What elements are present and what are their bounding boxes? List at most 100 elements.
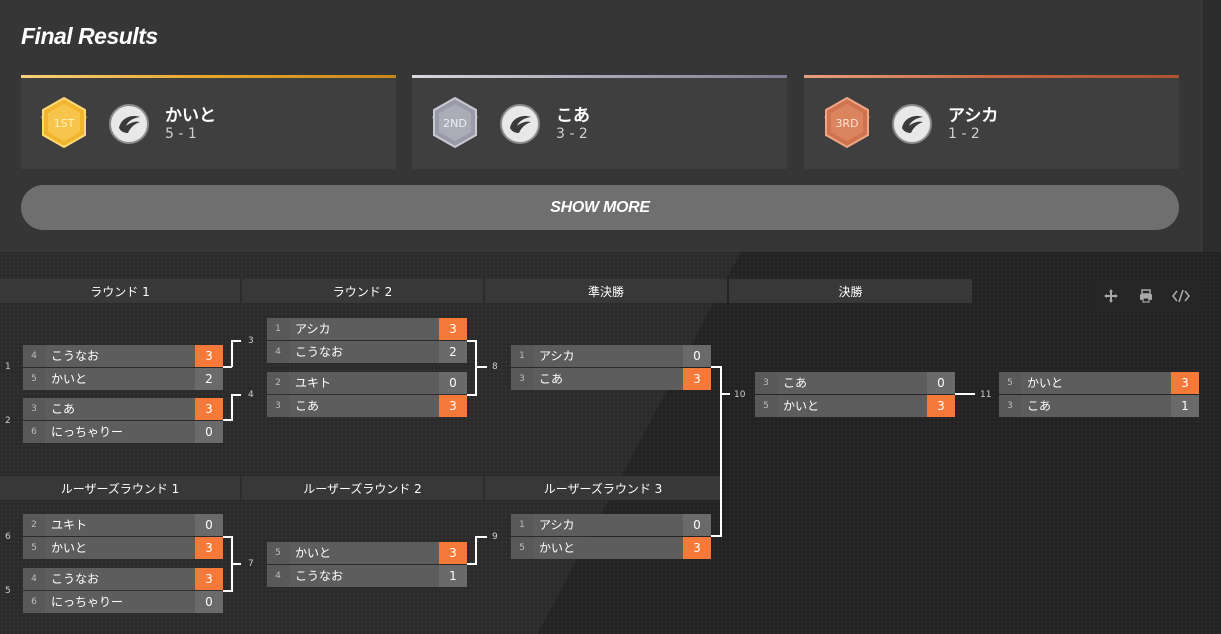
player-name: こうなお [289,341,439,363]
gold-accent-line [21,75,396,78]
player-name: かいと [45,537,195,559]
seed-number: 4 [23,345,45,367]
silver-medal-icon: 2ND [432,96,478,149]
losers-round-header-3: ルーザーズラウンド 3 [485,476,721,500]
bracket-toolbar [1090,279,1204,312]
show-more-button[interactable]: SHOW MORE [21,185,1179,230]
player-name: こうなお [289,565,439,587]
player-name: にっちゃりー [45,591,195,613]
player-score: 3 [195,537,223,559]
player-name: ユキト [289,372,439,394]
losers-round-header-2: ルーザーズラウンド 2 [242,476,483,500]
match-number: 5 [5,586,11,596]
player-name: かいと [45,368,195,390]
seed-number: 3 [511,368,533,390]
match-number: 8 [492,362,498,372]
player-score: 3 [195,345,223,367]
move-icon[interactable] [1093,279,1129,312]
player-score: 0 [927,372,955,394]
second-place-record: 3 - 2 [556,126,588,142]
bronze-medal-icon: 3RD [824,96,870,149]
player-name: アシカ [289,318,439,340]
player-name: こあ [533,368,683,390]
match-number: 2 [5,416,11,426]
player-score: 3 [439,395,467,417]
third-place-name: アシカ [948,106,999,126]
seed-number: 6 [23,421,45,443]
medal-label: 2ND [443,117,467,130]
player-score: 3 [1171,372,1199,394]
print-icon[interactable] [1128,279,1164,312]
second-place-name: こあ [556,106,590,126]
seed-number: 6 [23,591,45,613]
player-name: こあ [45,398,195,420]
first-place-record: 5 - 1 [165,126,197,142]
silver-accent-line [412,75,787,78]
second-place-card[interactable]: 2ND こあ 3 - 2 [412,75,787,169]
losers-round-header-1: ルーザーズラウンド 1 [0,476,240,500]
player-name: ユキト [45,514,195,536]
match-number: 4 [248,390,254,400]
player-score: 3 [683,368,711,390]
player-score: 3 [195,398,223,420]
seed-number: 5 [267,542,289,564]
player-name: かいと [777,395,927,417]
first-place-name: かいと [165,106,216,126]
player-score: 2 [195,368,223,390]
embed-code-icon[interactable] [1163,279,1199,312]
player-score: 1 [1171,395,1199,417]
player-score: 0 [683,514,711,536]
seed-number: 1 [511,514,533,536]
third-place-card[interactable]: 3RD アシカ 1 - 2 [804,75,1179,169]
third-place-record: 1 - 2 [948,126,980,142]
seed-number: 5 [755,395,777,417]
player-name: かいと [289,542,439,564]
seed-number: 4 [267,341,289,363]
match-number: 10 [734,390,746,400]
player-name: かいと [1021,372,1171,394]
first-place-card[interactable]: 1ST かいと 5 - 1 [21,75,396,169]
player-score: 0 [195,514,223,536]
player-score: 0 [195,591,223,613]
player-name: にっちゃりー [45,421,195,443]
medal-label: 3RD [835,117,858,130]
player-score: 1 [439,565,467,587]
seed-number: 3 [23,398,45,420]
seed-number: 2 [23,514,45,536]
seed-number: 3 [267,395,289,417]
player-name: こうなお [45,568,195,590]
